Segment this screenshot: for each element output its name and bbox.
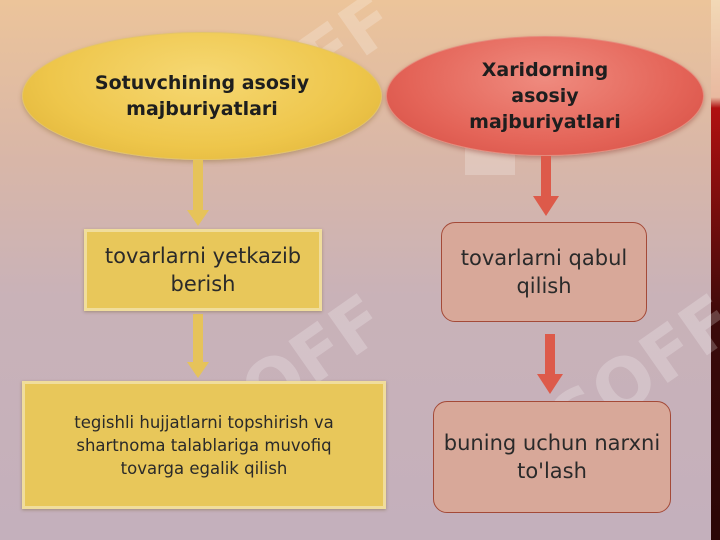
seller-duty-documents: tegishli hujjatlarni topshirish va shart… <box>22 381 386 509</box>
buyer-duty-payment: buning uchun narxni to'lash <box>433 401 671 513</box>
seller-duty-documents-text: tegishli hujjatlarni topshirish va shart… <box>74 412 334 478</box>
buyer-duty-accept: tovarlarni qabul qilish <box>441 222 647 322</box>
arrow-down-icon <box>537 334 563 394</box>
seller-obligations-heading: Sotuvchining asosiy majburiyatlari <box>22 32 382 160</box>
buyer-obligations-heading: Xaridorning asosiy majburiyatlari <box>386 36 704 156</box>
right-edge-bar <box>711 0 720 540</box>
arrow-down-icon <box>187 160 209 226</box>
buyer-heading-text: Xaridorning asosiy majburiyatlari <box>469 59 621 133</box>
seller-duty-delivery: tovarlarni yetkazib berish <box>84 229 322 311</box>
buyer-duty-payment-text: buning uchun narxni to'lash <box>443 431 661 483</box>
arrow-down-icon <box>187 314 209 378</box>
seller-duty-delivery-text: tovarlarni yetkazib berish <box>104 244 302 296</box>
seller-heading-text: Sotuvchining asosiy majburiyatlari <box>94 72 310 120</box>
arrow-down-icon <box>533 156 559 216</box>
buyer-duty-accept-text: tovarlarni qabul qilish <box>460 246 628 298</box>
